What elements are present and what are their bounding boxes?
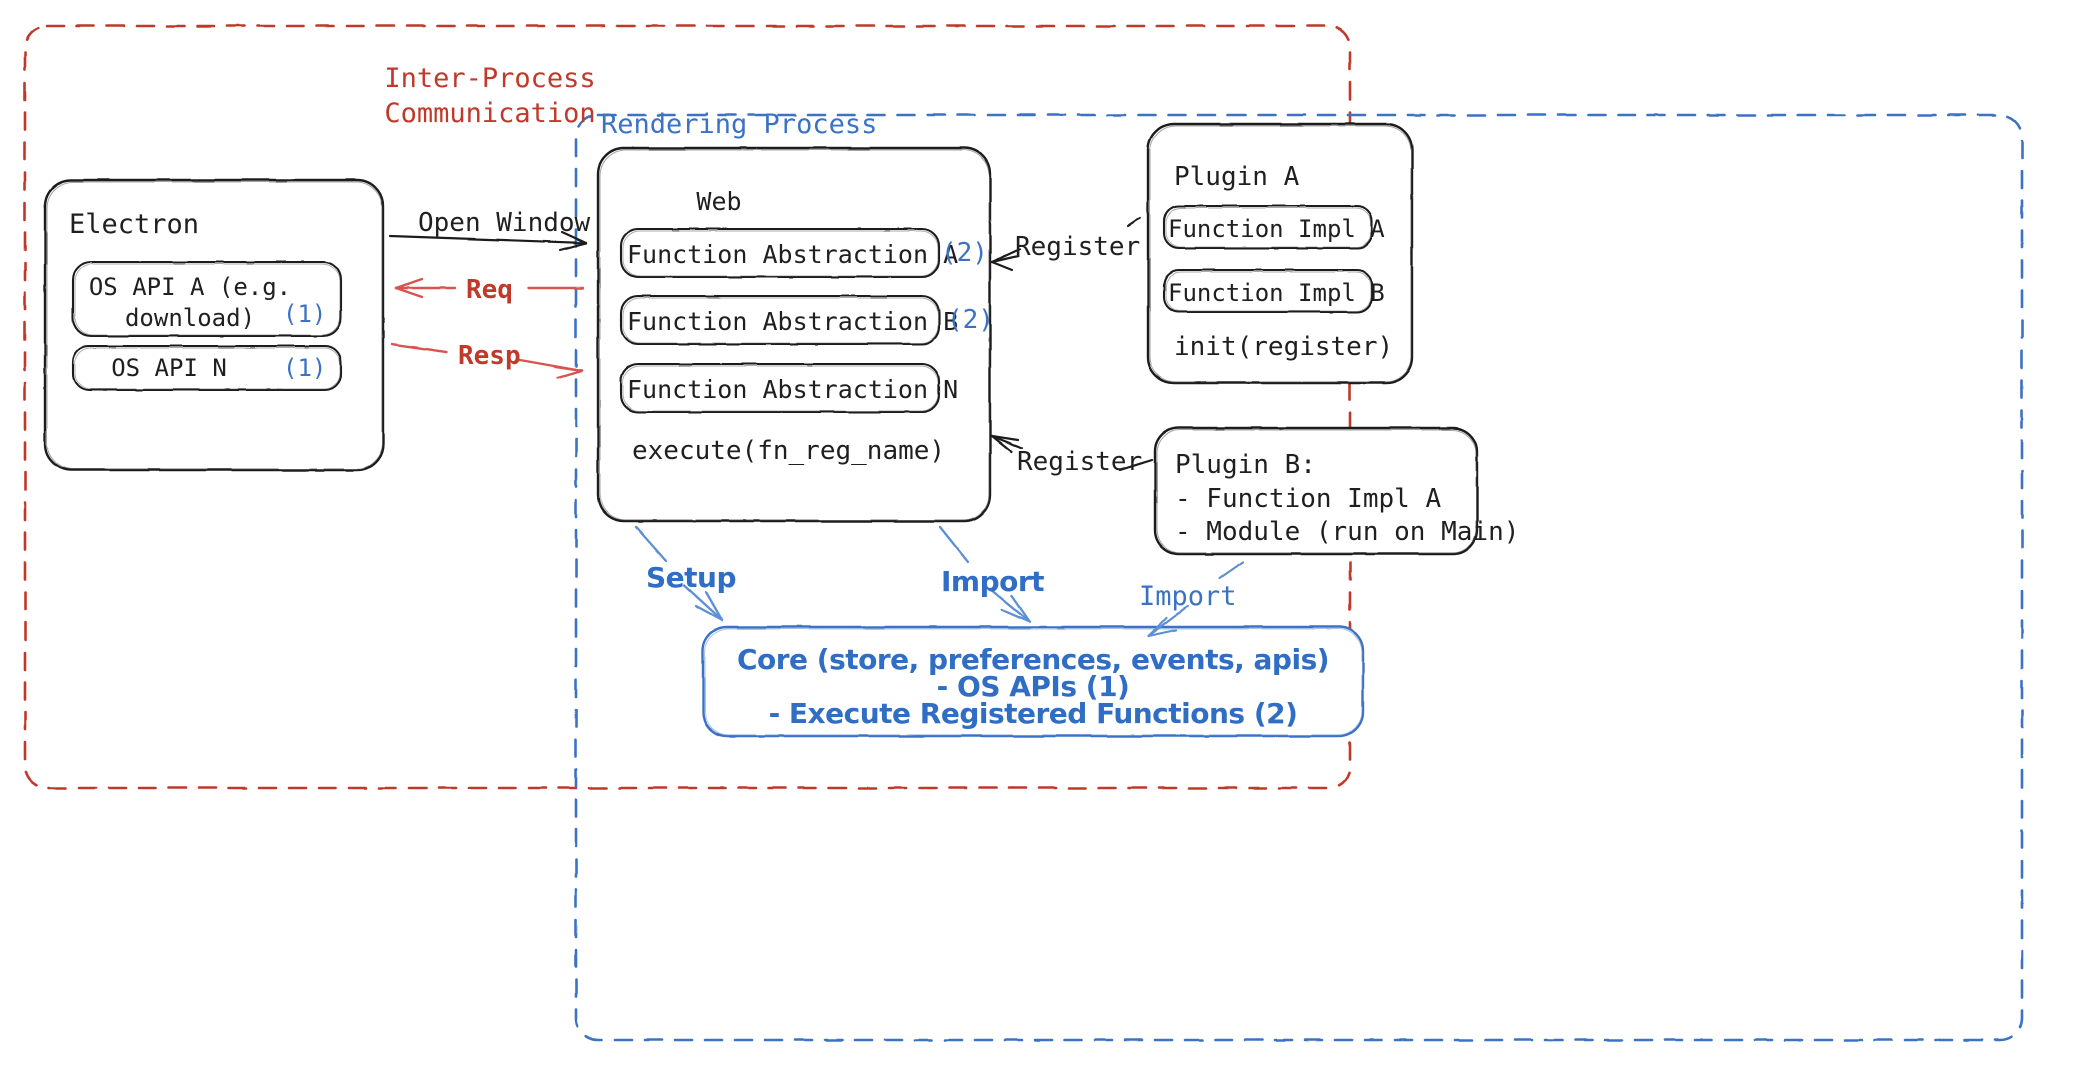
plugin-b-line-module: - Module (run on Main) — [1175, 517, 1520, 547]
box-title-plugin-a: Plugin A — [1174, 162, 1300, 192]
fn-abstraction-a-label: Function Abstraction A — [627, 240, 959, 269]
container-rendering-border — [574, 113, 2024, 1042]
edge-label-resp: Resp — [458, 341, 521, 371]
plugin-b-line-fn-impl-a: - Function Impl A — [1175, 484, 1442, 514]
arrow-register-plugin-a — [990, 216, 1142, 272]
edge-label-req: Req — [466, 275, 513, 305]
edge-label-register-plugin-a: Register — [1015, 232, 1141, 262]
core-line-os-apis: - OS APIs (1) — [936, 670, 1130, 703]
fn-abstraction-n-label: Function Abstraction N — [627, 375, 959, 404]
os-api-n-label: OS API N — [111, 354, 227, 382]
box-fn-abs-a-border — [619, 227, 941, 279]
edge-label-open-window: Open Window — [418, 208, 591, 238]
box-fn-abs-b-border — [619, 294, 941, 346]
fn-abstraction-b-tag: (2) — [947, 305, 994, 335]
box-fn-impl-b-border — [1162, 268, 1374, 314]
fn-abstraction-b-label: Function Abstraction B — [627, 307, 959, 336]
arrow-resp — [390, 342, 584, 380]
box-os-api-n-border — [71, 344, 343, 392]
box-os-api-a-border — [71, 260, 343, 338]
arrow-req — [394, 277, 585, 299]
edge-label-register-plugin-b: Register — [1017, 447, 1143, 477]
arrow-import-plugin-b — [1146, 560, 1245, 638]
edge-label-import-plugin-b: Import — [1139, 581, 1237, 612]
fn-impl-b-label: Function Impl B — [1168, 279, 1385, 307]
plugin-b-line-title: Plugin B: — [1175, 450, 1316, 480]
edge-label-import-web: Import — [941, 565, 1045, 598]
os-api-a-tag: (1) — [283, 300, 327, 328]
os-api-a-label: OS API A (e.g. download) — [88, 273, 292, 332]
fn-abstraction-a-tag: (2) — [941, 238, 988, 268]
arrow-import-web — [938, 525, 1032, 624]
arrow-register-plugin-b — [990, 434, 1154, 472]
fn-impl-a-label: Function Impl A — [1168, 215, 1385, 243]
box-plugin-a-border — [1146, 122, 1414, 385]
core-line-execute-registered: - Execute Registered Functions (2) — [768, 697, 1298, 730]
container-ipc-border — [23, 24, 1352, 790]
edge-label-setup: Setup — [646, 561, 737, 594]
box-core-border — [701, 625, 1365, 738]
arrow-open-window — [388, 230, 588, 252]
container-label-ipc: Inter-Process Communication — [384, 63, 596, 129]
plugin-a-footer-init: init(register) — [1174, 332, 1394, 362]
box-plugin-b-border — [1153, 426, 1479, 556]
os-api-n-tag: (1) — [283, 354, 327, 382]
container-label-rendering-process: Rendering Process — [601, 109, 878, 140]
box-title-web: Web — [696, 187, 742, 216]
web-footer-execute: execute(fn_reg_name) — [632, 436, 946, 466]
core-line-main: Core (store, preferences, events, apis) — [736, 643, 1330, 676]
box-fn-impl-a-border — [1162, 204, 1374, 250]
arrow-setup — [634, 525, 724, 622]
box-title-electron: Electron — [69, 209, 200, 240]
box-fn-abs-n-border — [619, 362, 941, 414]
